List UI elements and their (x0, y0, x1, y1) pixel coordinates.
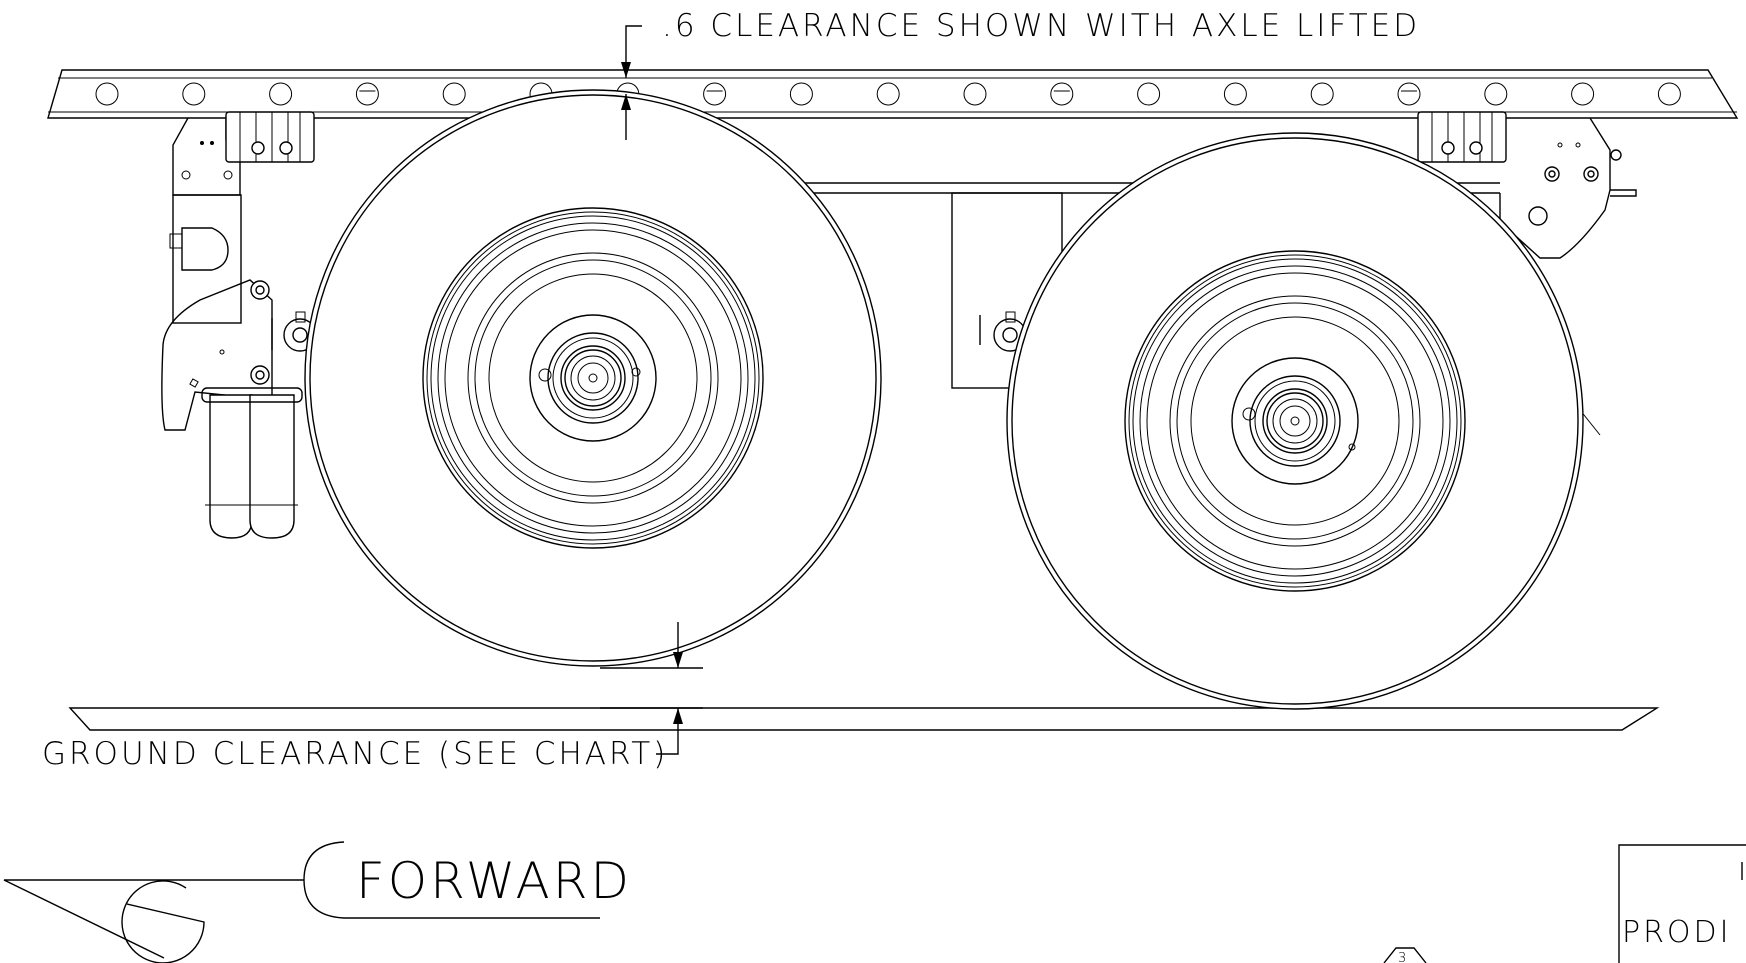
title-block-text: PRODI (1622, 915, 1732, 950)
rail-hole (1657, 82, 1681, 106)
rail-hole (1050, 82, 1074, 106)
top-clearance-dimension: .6 CLEARANCE SHOWN WITH AXLE LIFTED (621, 8, 1420, 140)
rail-hole (269, 82, 293, 106)
rail-hole (1137, 82, 1161, 106)
rear-wheel (1006, 132, 1584, 710)
rail-hole (876, 82, 900, 106)
rail-hole (1571, 82, 1595, 106)
front-wheel (304, 89, 882, 667)
front-hanger-assembly (161, 111, 317, 539)
rear-hanger-assembly (700, 111, 1637, 436)
rail-hole (95, 82, 119, 106)
ground-clearance-label: GROUND CLEARANCE (SEE CHART) (42, 736, 668, 772)
rail-hole (1223, 82, 1247, 106)
rail-holes (95, 82, 1681, 106)
frame-rail (47, 69, 1739, 119)
rail-hole (789, 82, 813, 106)
ground-line (68, 707, 1660, 731)
rail-hole (182, 82, 206, 106)
item-balloon: 3 (1383, 947, 1427, 963)
rail-hole (703, 82, 727, 106)
rail-hole (1310, 82, 1334, 106)
top-clearance-label: .6 CLEARANCE SHOWN WITH AXLE LIFTED (662, 8, 1420, 44)
rail-hole (1484, 82, 1508, 106)
rail-hole (963, 82, 987, 106)
title-block: PRODI (1618, 844, 1746, 963)
rail-hole (1397, 82, 1421, 106)
ground-clearance-dimension: GROUND CLEARANCE (SEE CHART) (42, 622, 703, 772)
rail-hole (442, 82, 466, 106)
forward-direction-indicator: FORWARD (3, 841, 632, 963)
rail-hole (355, 82, 379, 106)
forward-label: FORWARD (356, 852, 632, 910)
balloon-number: 3 (1398, 951, 1406, 963)
